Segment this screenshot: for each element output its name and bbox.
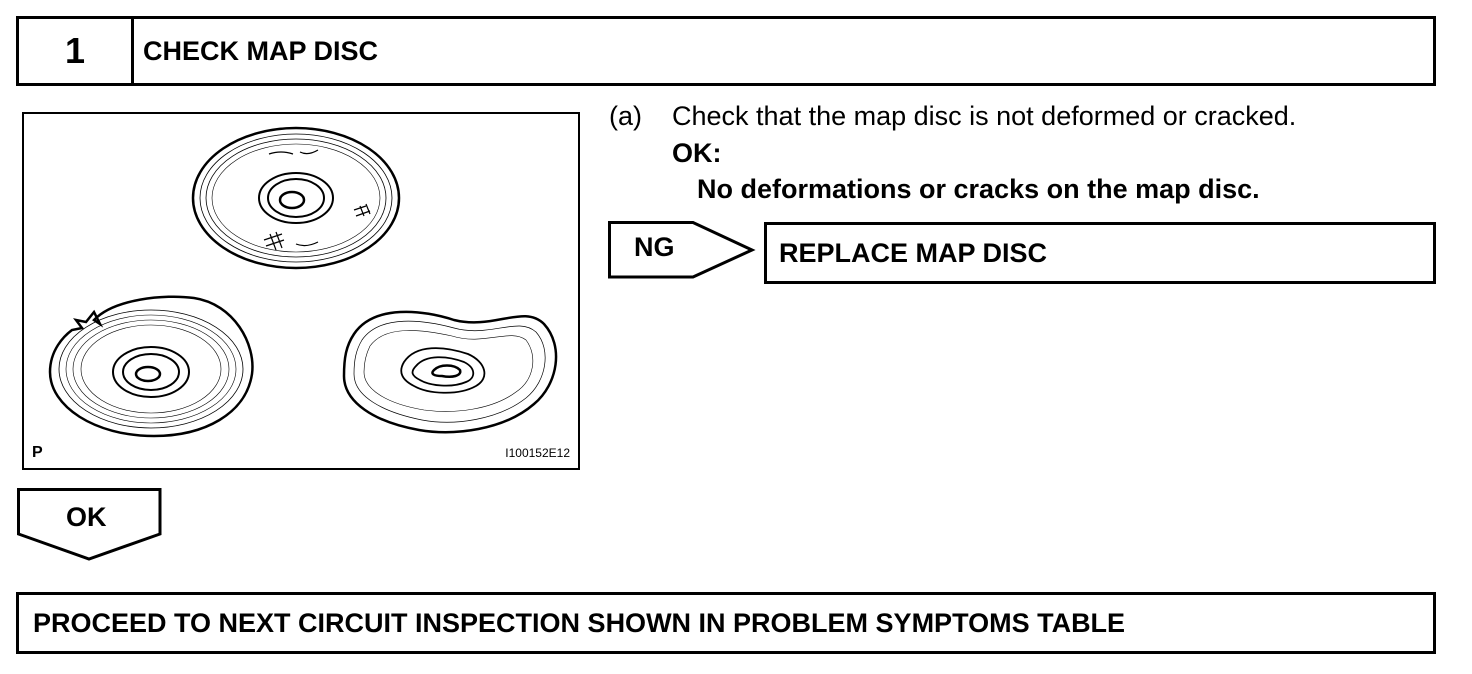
ok-label: OK	[66, 502, 107, 532]
step-number: 1	[19, 19, 134, 83]
cracked-disc-icon	[48, 295, 254, 438]
instruction-text: Check that the map disc is not deformed …	[672, 101, 1297, 131]
ng-action-text: REPLACE MAP DISC	[779, 237, 1048, 268]
next-step-box: PROCEED TO NEXT CIRCUIT INSPECTION SHOWN…	[16, 592, 1436, 654]
step-header: 1 CHECK MAP DISC	[16, 16, 1436, 86]
next-step-text: PROCEED TO NEXT CIRCUIT INSPECTION SHOWN…	[33, 607, 1126, 638]
ok-criteria-label: OK:	[672, 138, 722, 168]
map-disc-illustration: P I100152E12	[22, 112, 580, 470]
figure-corner-letter: P	[32, 444, 43, 461]
step-title: CHECK MAP DISC	[143, 35, 379, 66]
disc-illustration-svg	[48, 126, 558, 438]
ng-arrow-shape	[608, 221, 756, 279]
instruction-prefix: (a)	[609, 101, 642, 131]
deformed-disc-icon	[342, 310, 558, 434]
normal-disc-icon	[191, 126, 401, 270]
ng-action-box: REPLACE MAP DISC	[764, 222, 1436, 284]
ok-criteria-detail: No deformations or cracks on the map dis…	[697, 174, 1260, 204]
figure-code: I100152E12	[505, 446, 570, 460]
ok-arrow-shape	[17, 488, 162, 561]
ng-label: NG	[634, 232, 675, 262]
